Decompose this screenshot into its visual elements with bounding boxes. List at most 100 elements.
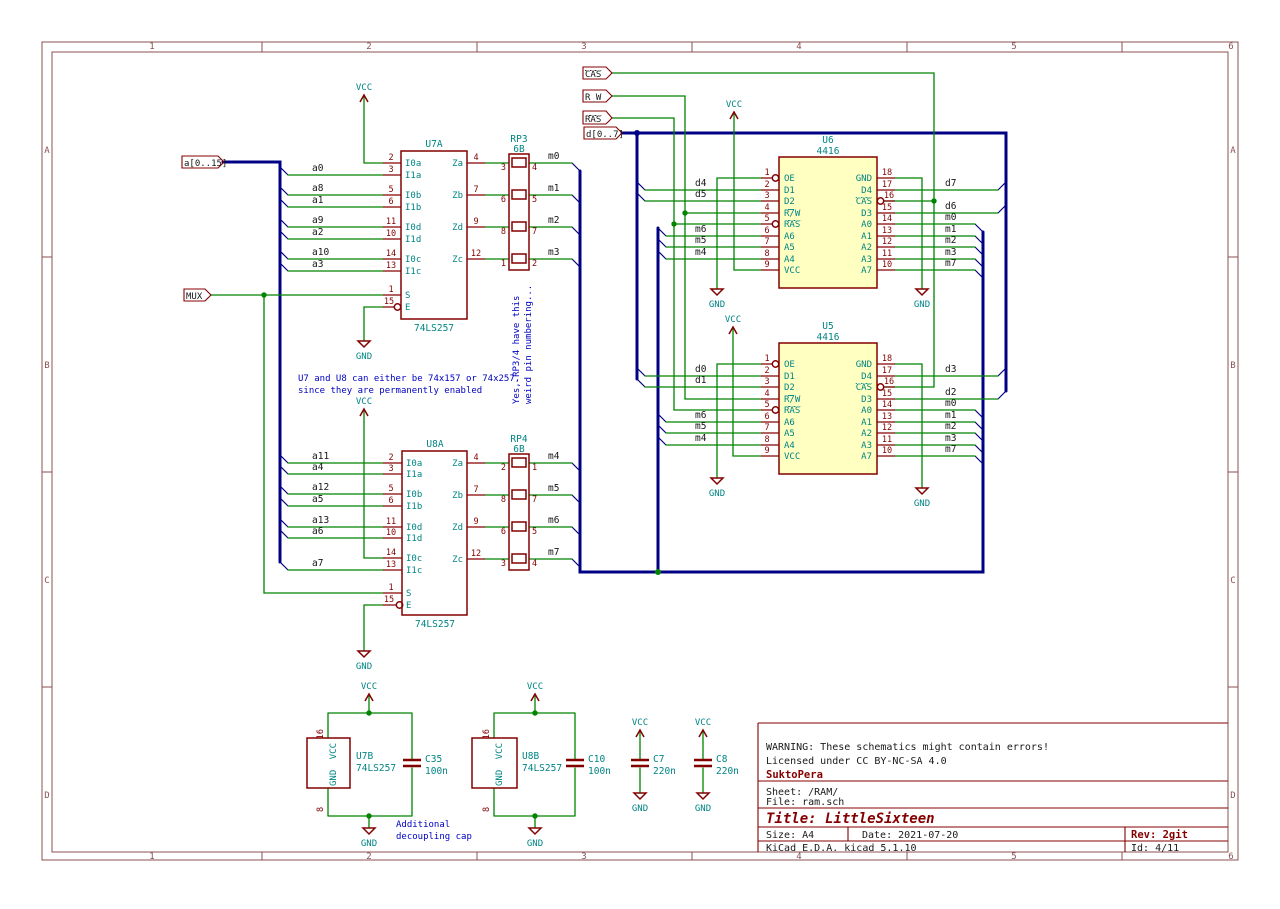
net-label[interactable]: d3 xyxy=(945,364,956,375)
net-label[interactable]: a5 xyxy=(312,494,323,505)
net-label[interactable]: a6 xyxy=(312,526,324,537)
net-label[interactable]: a2 xyxy=(312,227,323,238)
net-label[interactable]: m6 xyxy=(695,224,707,235)
label-a-bus[interactable]: a[0..15] xyxy=(181,155,227,169)
label-mux[interactable]: MUX xyxy=(183,288,212,302)
gnd-symbol[interactable]: GND xyxy=(356,650,372,672)
mux-bus[interactable] xyxy=(578,169,985,574)
net-label[interactable]: m1 xyxy=(945,224,957,235)
net-label[interactable]: d1 xyxy=(695,375,707,386)
gnd-symbol[interactable]: GND xyxy=(632,792,648,814)
label-rw[interactable]: R_W xyxy=(582,89,613,103)
net-label[interactable]: m3 xyxy=(548,247,559,258)
net-label[interactable]: d5 xyxy=(695,189,706,200)
address-bus[interactable] xyxy=(221,160,282,564)
gnd-symbol[interactable]: GND xyxy=(709,477,725,499)
net-label[interactable]: m2 xyxy=(548,215,559,226)
capacitor-c10[interactable]: C10 100n xyxy=(566,754,611,777)
net-label[interactable]: a12 xyxy=(312,482,329,493)
u6-wires[interactable] xyxy=(644,111,999,290)
net-label[interactable]: m7 xyxy=(945,258,956,269)
mux-section-wires[interactable] xyxy=(210,94,573,652)
net-label[interactable]: a0 xyxy=(312,163,324,174)
capacitor-c7[interactable]: C7 220n xyxy=(631,754,676,777)
net-label[interactable]: a4 xyxy=(312,462,324,473)
net-label[interactable]: m6 xyxy=(548,515,560,526)
net-label[interactable]: m6 xyxy=(695,410,707,421)
net-label[interactable]: d7 xyxy=(945,178,956,189)
vcc-symbol[interactable]: VCC xyxy=(527,682,543,702)
net-label[interactable]: m7 xyxy=(945,444,956,455)
gnd-symbol[interactable]: GND xyxy=(709,288,725,310)
net-label[interactable]: a1 xyxy=(312,195,324,206)
net-label[interactable]: m5 xyxy=(548,483,559,494)
ic-u8a[interactable]: U8A 74LS257 2 3 5 6 11 10 14 13 1 15 I0a… xyxy=(383,439,485,630)
net-label[interactable]: m0 xyxy=(945,398,957,409)
net-label[interactable]: m4 xyxy=(695,433,707,444)
vcc-symbol[interactable]: VCC xyxy=(726,100,742,120)
vcc-symbol[interactable]: VCC xyxy=(725,315,741,335)
pin-number: 5 xyxy=(532,527,537,537)
gnd-symbol[interactable]: GND xyxy=(527,827,543,849)
net-label[interactable]: m0 xyxy=(548,151,560,162)
power-unit-u8b[interactable]: 16 8 VCC GND U8B 74LS257 xyxy=(471,729,562,812)
net-label[interactable]: m4 xyxy=(548,451,560,462)
pin-name: D4 xyxy=(861,186,872,196)
buses[interactable] xyxy=(221,131,1008,574)
label-ras[interactable]: RAS xyxy=(582,110,613,125)
net-labels[interactable]: a0 a8 a1 a9 a2 a10 a3 a11 a4 a12 a5 a13 … xyxy=(312,151,957,569)
net-label[interactable]: m7 xyxy=(548,547,559,558)
ref: C10 xyxy=(588,754,605,765)
net-label[interactable]: d2 xyxy=(945,387,956,398)
net-label[interactable]: m3 xyxy=(945,247,956,258)
power-symbols[interactable]: VCC VCC VCC VCC VCC VCC VCC VCC GND GND … xyxy=(356,83,930,849)
vcc-symbol[interactable]: VCC xyxy=(695,718,711,738)
u5-wires[interactable] xyxy=(644,326,999,489)
net-label[interactable]: a3 xyxy=(312,259,323,270)
net-label[interactable]: a9 xyxy=(312,215,324,226)
label-cas[interactable]: CAS xyxy=(582,66,613,80)
net-label[interactable]: m5 xyxy=(695,421,706,432)
net-label[interactable]: m5 xyxy=(695,235,706,246)
gnd-symbol[interactable]: GND xyxy=(914,288,930,310)
net-label[interactable]: m4 xyxy=(695,247,707,258)
net-label[interactable]: a10 xyxy=(312,247,329,258)
vcc-symbol[interactable]: VCC xyxy=(356,83,372,103)
capacitor-c35[interactable]: C35 100n xyxy=(403,754,448,777)
ic-u6[interactable]: U6 4416 1 2 3 4 5 6 7 8 9 OE D1 D2 R/W R… xyxy=(761,135,895,289)
net-label[interactable]: m3 xyxy=(945,433,956,444)
net-label[interactable]: m2 xyxy=(945,421,956,432)
wires[interactable] xyxy=(210,72,999,829)
net-label[interactable]: a13 xyxy=(312,515,329,526)
gnd-symbol[interactable]: GND xyxy=(914,487,930,509)
resistor-pack-rp4[interactable]: RP4 6B 2 8 6 3 1 7 5 4 xyxy=(501,434,537,571)
data-bus[interactable] xyxy=(620,131,1008,393)
net-port-labels[interactable]: a[0..15] d[0..7] MUX CAS R_W RAS xyxy=(181,66,624,302)
ic-u5[interactable]: U5 4416 1 2 3 4 5 6 7 8 9 OE D1 D2 R/W R… xyxy=(761,321,895,475)
resistor-pack-rp3[interactable]: RP3 6B 3 6 8 1 4 5 7 2 xyxy=(501,134,537,271)
net-label[interactable]: a11 xyxy=(312,451,329,462)
net-label[interactable]: d6 xyxy=(945,201,957,212)
capacitor-c8[interactable]: C8 220n xyxy=(694,754,739,777)
label-d-bus[interactable]: d[0..7] xyxy=(583,126,624,140)
net-label[interactable]: d4 xyxy=(695,178,707,189)
gnd-symbol[interactable]: GND xyxy=(356,340,372,362)
vcc-symbol[interactable]: VCC xyxy=(361,682,377,702)
vcc-symbol[interactable]: VCC xyxy=(356,397,372,417)
ic-u7a[interactable]: U7A 74LS257 2 3 5 6 11 10 14 13 1 15 I0a… xyxy=(383,139,485,334)
net-label[interactable]: a8 xyxy=(312,183,324,194)
vcc-symbol[interactable]: VCC xyxy=(632,718,648,738)
net-label[interactable]: m2 xyxy=(945,235,956,246)
power-unit-u7b[interactable]: 16 8 VCC GND U7B 74LS257 xyxy=(306,729,396,812)
pin-number: 4 xyxy=(473,453,478,463)
pin-name: D1 xyxy=(784,186,795,196)
gnd-symbol[interactable]: GND xyxy=(695,792,711,814)
net-label[interactable]: m1 xyxy=(548,183,560,194)
net-label[interactable]: d0 xyxy=(695,364,707,375)
pin-number: 8 xyxy=(501,495,506,505)
net-label[interactable]: m0 xyxy=(945,212,957,223)
control-wires[interactable] xyxy=(611,72,935,411)
net-label[interactable]: m1 xyxy=(945,410,957,421)
gnd-symbol[interactable]: GND xyxy=(361,827,377,849)
net-label[interactable]: a7 xyxy=(312,558,323,569)
